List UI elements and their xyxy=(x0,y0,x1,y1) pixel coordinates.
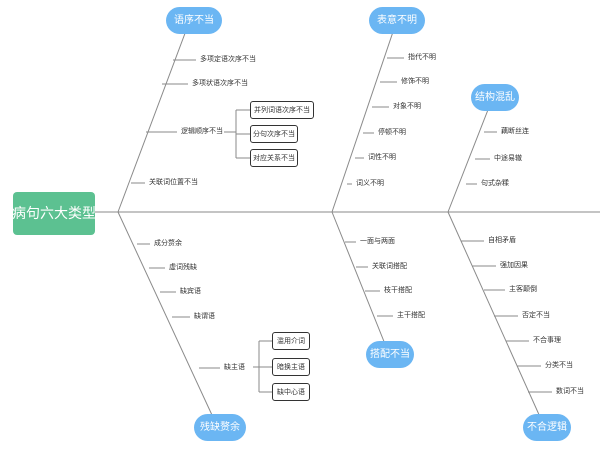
branch-missing xyxy=(117,211,219,429)
leaf-pause-unclear[interactable]: 停顿不明 xyxy=(378,128,406,136)
root-node[interactable]: 病句六大类型 xyxy=(12,192,96,235)
leaf-improper-classification[interactable]: 分类不当 xyxy=(545,361,573,369)
leaf-self-contradiction[interactable]: 自相矛盾 xyxy=(488,236,516,244)
leaf-missing-predicate[interactable]: 缺谓语 xyxy=(194,312,215,320)
category-word-order[interactable]: 语序不当 xyxy=(166,7,222,34)
leaf-conjunction-collocation[interactable]: 关联词搭配 xyxy=(372,262,407,270)
category-bad-collocation[interactable]: 搭配不当 xyxy=(366,341,414,368)
branch-unclear xyxy=(331,19,398,213)
leaf-midway-switch[interactable]: 中途易辙 xyxy=(494,154,522,162)
sub-correspondence[interactable]: 对应关系不当 xyxy=(250,149,298,167)
leaf-missing-function-word[interactable]: 虚词残缺 xyxy=(169,263,197,271)
leaf-against-common-sense[interactable]: 不合事理 xyxy=(533,336,561,344)
leaf-one-vs-two-sides[interactable]: 一面与两面 xyxy=(360,237,395,245)
leaf-improper-numeral[interactable]: 数词不当 xyxy=(556,387,584,395)
leaf-reference-unclear[interactable]: 指代不明 xyxy=(408,53,436,61)
sub-subject-switch[interactable]: 暗换主语 xyxy=(272,358,310,376)
leaf-missing-subject[interactable]: 缺主语 xyxy=(224,363,245,371)
branch-structure xyxy=(447,96,494,213)
category-missing-redundant[interactable]: 残缺赘余 xyxy=(194,414,246,441)
leaf-conjunction-position[interactable]: 关联词位置不当 xyxy=(149,178,198,186)
leaf-improper-negation[interactable]: 否定不当 xyxy=(522,311,550,319)
sub-parallel-order[interactable]: 并列词语次序不当 xyxy=(250,101,314,119)
leaf-mixed-sentence[interactable]: 句式杂糅 xyxy=(481,179,509,187)
leaf-modifier-unclear[interactable]: 修饰不明 xyxy=(401,77,429,85)
branch-logic xyxy=(447,211,546,429)
branch-order xyxy=(117,19,191,213)
leaf-part-of-speech-unclear[interactable]: 词性不明 xyxy=(368,153,396,161)
leaf-trunk-collocation[interactable]: 主干搭配 xyxy=(397,311,425,319)
leaf-logical-order[interactable]: 逻辑顺序不当 xyxy=(181,127,223,135)
category-unclear-meaning[interactable]: 表意不明 xyxy=(369,7,425,34)
leaf-subject-object-reversed[interactable]: 主客颠倒 xyxy=(509,285,537,293)
leaf-word-meaning-unclear[interactable]: 词义不明 xyxy=(356,179,384,187)
branch-collocation xyxy=(331,211,390,355)
leaf-branch-collocation[interactable]: 枝干搭配 xyxy=(384,286,412,294)
leaf-object-unclear[interactable]: 对象不明 xyxy=(393,102,421,110)
category-structure-chaos[interactable]: 结构混乱 xyxy=(471,84,519,111)
leaf-missing-object[interactable]: 缺宾语 xyxy=(180,287,201,295)
sub-missing-head-word[interactable]: 缺中心语 xyxy=(272,383,310,401)
leaf-multi-attributive[interactable]: 多项定语次序不当 xyxy=(200,55,256,63)
leaf-redundant-component[interactable]: 成分赘余 xyxy=(154,239,182,247)
leaf-multi-adverbial[interactable]: 多项状语次序不当 xyxy=(192,79,248,87)
category-illogical[interactable]: 不合逻辑 xyxy=(523,414,571,441)
leaf-forced-causality[interactable]: 强加因果 xyxy=(500,261,528,269)
leaf-lingering-connection[interactable]: 藕断丝连 xyxy=(501,127,529,135)
sub-misused-preposition[interactable]: 滥用介词 xyxy=(272,332,310,350)
sub-clause-order[interactable]: 分句次序不当 xyxy=(250,125,298,143)
